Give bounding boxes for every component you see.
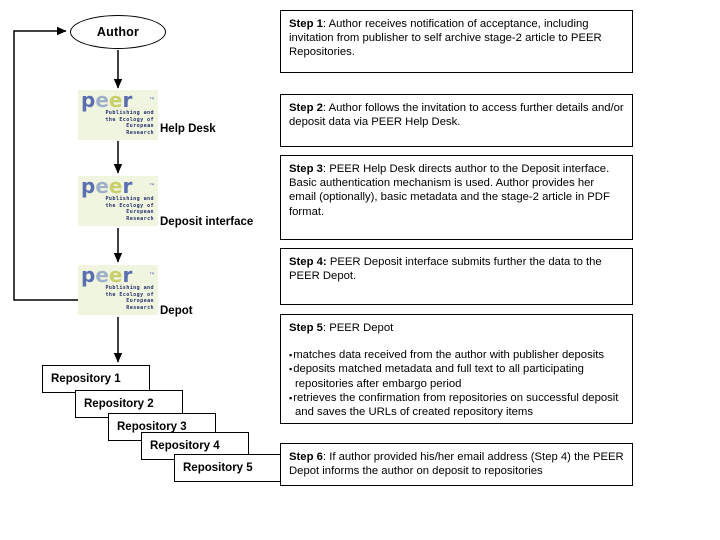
- peer-letter-e2: e: [108, 176, 123, 198]
- step-box-4: Step 4: PEER Deposit interface submits f…: [280, 248, 633, 305]
- peer-tagline-line-3: European: [126, 123, 154, 130]
- step-3-text: Step 3: PEER Help Desk directs author to…: [289, 162, 624, 176]
- step-1-sep: :: [322, 18, 329, 30]
- step-5-bullet-list: matches data received from the author wi…: [289, 348, 624, 419]
- step-6-body: If author provided his/her email address…: [289, 451, 624, 478]
- step-3-sep: :: [322, 163, 330, 175]
- step-2-lead: Step 2: [289, 102, 323, 114]
- repository-label: Repository 5: [183, 462, 253, 474]
- peer-logo-depot: peer ™ Publishing and the Ecology of Euro…: [78, 265, 158, 315]
- peer-tagline-line-2: the Ecology of: [105, 116, 154, 123]
- step-5-bullet-3: retrieves the confirmation from reposito…: [289, 391, 624, 419]
- arrow-depot-to-author-feedback: [13, 26, 118, 301]
- peer-letter-e2: e: [108, 265, 123, 287]
- step-box-5: Step 5: PEER Depot matches data received…: [280, 314, 633, 424]
- step-1-lead: Step 1: [289, 18, 323, 30]
- peer-tagline-line-4: Research: [126, 215, 154, 222]
- trademark-icon: ™: [149, 97, 155, 104]
- peer-letter-e1: e: [95, 176, 109, 198]
- peer-letter-e1: e: [95, 90, 109, 112]
- peer-logo-help-desk: peer ™ Publishing and the Ecology of Euro…: [78, 90, 158, 140]
- trademark-icon: ™: [149, 183, 155, 190]
- repository-label: Repository 1: [51, 373, 121, 385]
- peer-letter-p: p: [81, 90, 96, 112]
- peer-letter-p: p: [81, 265, 96, 287]
- step-5-body: PEER Depot: [329, 322, 394, 334]
- step-5-bullet-1: matches data received from the author wi…: [289, 348, 624, 362]
- step-5-sep: :: [322, 322, 330, 334]
- node-author[interactable]: Author: [70, 15, 166, 49]
- step-2-body: Author follows the invitation to access …: [289, 102, 624, 129]
- step-6-lead: Step 6: [289, 451, 323, 463]
- node-label-help-desk: Help Desk: [160, 123, 216, 135]
- step-4-text: Step 4: PEER Deposit interface submits f…: [289, 255, 624, 283]
- peer-tagline-line-1: Publishing and: [105, 285, 154, 291]
- node-label-deposit-interface: Deposit interface: [160, 216, 254, 228]
- step-5-lead: Step 5: [289, 322, 323, 334]
- peer-letter-r: r: [122, 90, 133, 112]
- step-box-3: Step 3: PEER Help Desk directs author to…: [280, 155, 633, 240]
- node-author-label: Author: [96, 25, 140, 39]
- repository-label: Repository 3: [117, 421, 187, 433]
- peer-tagline-line-4: Research: [126, 304, 154, 311]
- step-3-text-secondary: Basic authentication mechanism is used. …: [289, 177, 610, 218]
- peer-wordmark: peer ™: [80, 176, 156, 198]
- repository-box-1[interactable]: Repository 1: [42, 365, 150, 393]
- peer-tagline-line-1: Publishing and: [105, 110, 154, 116]
- peer-wordmark: peer ™: [80, 265, 156, 287]
- peer-tagline-line-1: Publishing and: [105, 196, 154, 202]
- step-3-lead: Step 3: [289, 163, 323, 175]
- step-1-text: Step 1: Author receives notification of …: [289, 17, 624, 60]
- peer-logo-deposit-interface: peer ™ Publishing and the Ecology of Euro…: [78, 176, 158, 226]
- repository-box-5[interactable]: Repository 5: [174, 454, 282, 482]
- trademark-icon: ™: [149, 272, 155, 279]
- peer-wordmark: peer ™: [80, 90, 156, 112]
- step-1-body: Author receives notification of acceptan…: [289, 18, 602, 59]
- step-6-text: Step 6: If author provided his/her email…: [289, 450, 624, 478]
- step-4-lead: Step 4:: [289, 256, 327, 268]
- node-label-depot: Depot: [160, 305, 193, 317]
- peer-letter-r: r: [122, 176, 133, 198]
- step-4-body: PEER Deposit interface submits further t…: [289, 256, 602, 283]
- peer-tagline-line-4: Research: [126, 129, 154, 136]
- peer-tagline-line-3: European: [126, 298, 154, 305]
- step-5-text: Step 5: PEER Depot: [289, 321, 624, 335]
- step-5-bullet-2: deposits matched metadata and full text …: [289, 362, 624, 390]
- peer-letter-e1: e: [95, 265, 109, 287]
- step-6-sep: :: [322, 451, 330, 463]
- peer-letter-p: p: [81, 176, 96, 198]
- step-5-spacer: [289, 335, 624, 348]
- step-2-text: Step 2: Author follows the invitation to…: [289, 101, 624, 129]
- peer-tagline-line-3: European: [126, 209, 154, 216]
- repository-label: Repository 2: [84, 398, 154, 410]
- repository-label: Repository 4: [150, 440, 220, 452]
- peer-letter-r: r: [122, 265, 133, 287]
- peer-tagline-line-2: the Ecology of: [105, 291, 154, 298]
- step-box-6: Step 6: If author provided his/her email…: [280, 443, 633, 486]
- step-box-2: Step 2: Author follows the invitation to…: [280, 94, 633, 147]
- peer-tagline-line-2: the Ecology of: [105, 202, 154, 209]
- step-3-body: PEER Help Desk directs author to the Dep…: [329, 163, 610, 175]
- step-box-1: Step 1: Author receives notification of …: [280, 10, 633, 73]
- step-2-sep: :: [322, 102, 329, 114]
- peer-letter-e2: e: [108, 90, 123, 112]
